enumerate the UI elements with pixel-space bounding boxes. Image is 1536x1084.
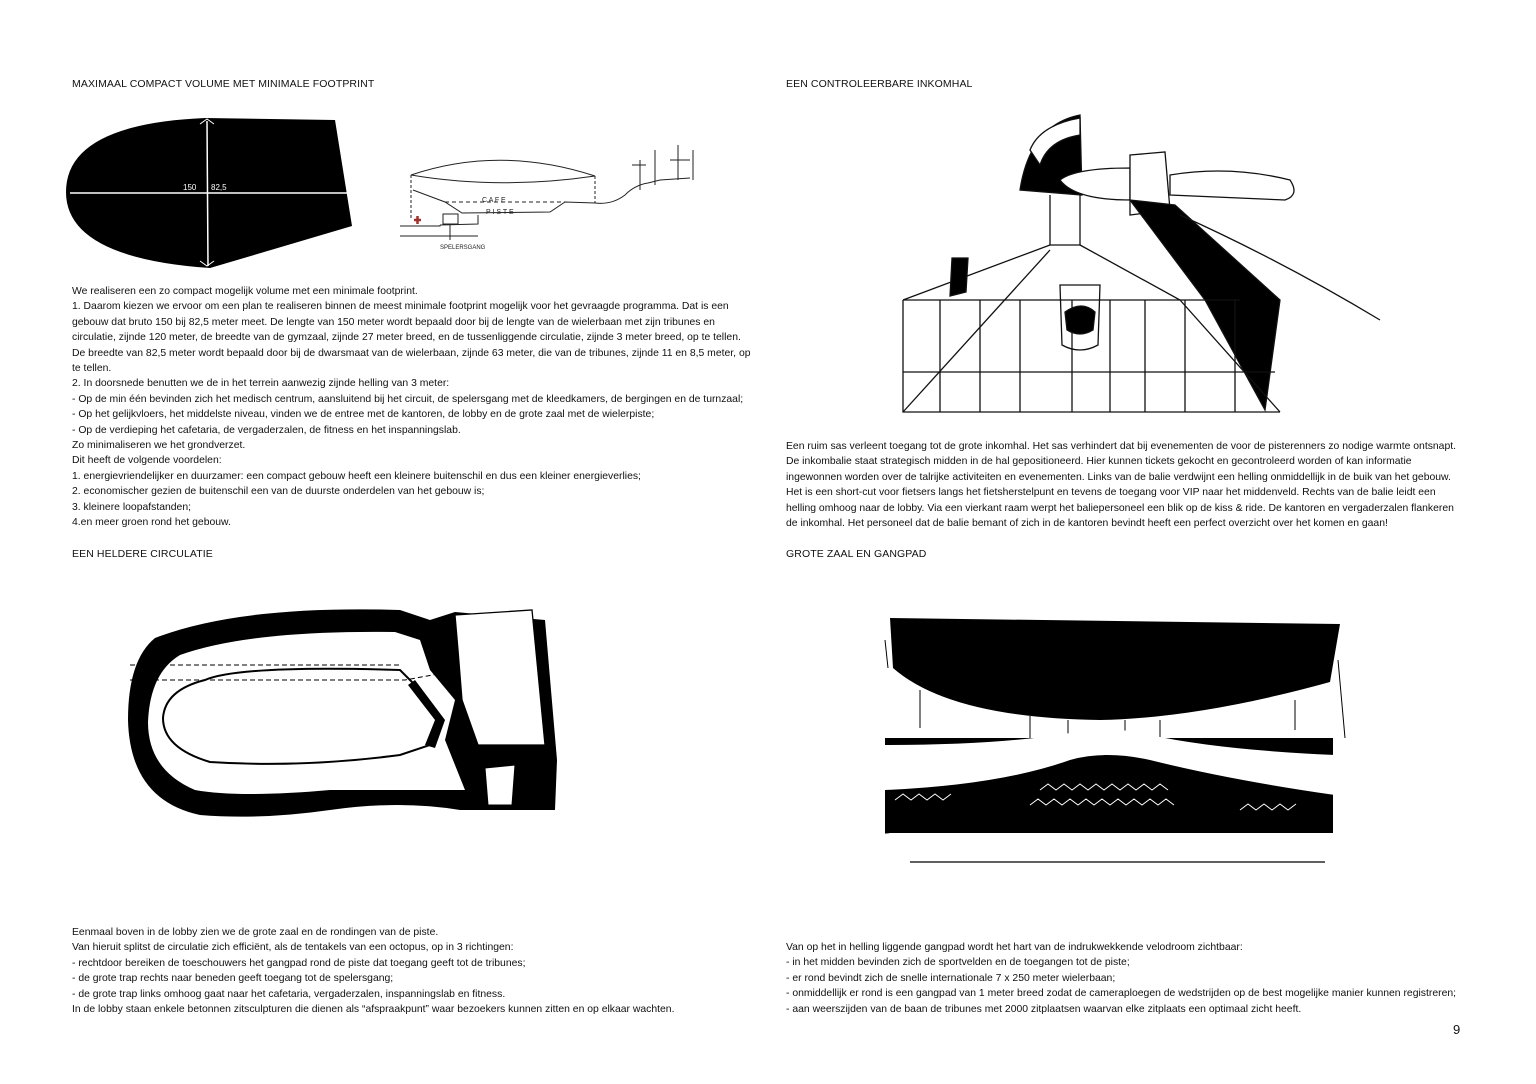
text-line: gebouw dat bruto 150 bij 82,5 meter meet…	[72, 316, 715, 328]
text-line: helling omhoog naar de lobby. Via een vi…	[786, 502, 1454, 514]
main-hall-sketch	[884, 618, 1346, 863]
text-line: 1. energievriendelijker en duurzamer: ee…	[72, 470, 641, 482]
text-line: - onmiddellijk er rond is een gangpad va…	[786, 988, 1457, 1000]
text-line: 3. kleinere loopafstanden;	[72, 501, 192, 513]
circulation-plan-sketch	[128, 609, 557, 817]
compact-volume-text: We realiseren een zo compact mogelijk vo…	[72, 284, 751, 531]
text-line: te tellen.	[72, 363, 112, 375]
entrance-hall-sketch	[902, 114, 1381, 413]
text-line: circulatie, zijnde 120 meter, de breedte…	[72, 332, 741, 344]
piste-label: P I S T E	[486, 209, 514, 216]
text-line: ingewonnen worden over de talrijke activ…	[786, 471, 1451, 483]
text-line: - de grote trap links omhoog gaat naar h…	[72, 988, 506, 1000]
text-line: Het is een short-cut voor fietsers langs…	[786, 487, 1436, 499]
text-line: De inkombalie staat strategisch midden i…	[786, 456, 1412, 468]
circulation-text: Eenmaal boven in de lobby zien we de gro…	[72, 925, 674, 1017]
text-line: Eenmaal boven in de lobby zien we de gro…	[72, 927, 439, 938]
text-line: 1. Daarom kiezen we ervoor om een plan t…	[72, 301, 729, 313]
section-sketch: C A F E P I S T E SPELERSGANG	[400, 145, 694, 251]
page-number: 9	[1453, 1022, 1461, 1037]
text-line: Zo minimaliseren we het grondverzet.	[72, 440, 246, 452]
text-line: Dit heeft de volgende voordelen:	[72, 455, 222, 467]
section-heading-entrance-hall: EEN CONTROLEERBARE INKOMHAL	[786, 78, 973, 90]
text-line: - rechtdoor bereiken de toeschouwers het…	[72, 957, 526, 969]
text-line: - Op de min één bevinden zich het medisc…	[72, 393, 744, 405]
spelersgang-label: SPELERSGANG	[440, 245, 486, 251]
dimension-width-label: 82,5	[211, 183, 227, 192]
text-line: 4.en meer groen rond het gebouw.	[72, 517, 231, 529]
text-line: Van hieruit splitst de circulatie zich e…	[72, 942, 514, 954]
text-line: de inkomhal. Het personeel dat de balie …	[786, 518, 1388, 530]
text-line: - de grote trap rechts naar beneden geef…	[72, 973, 394, 985]
cafe-label: C A F E	[482, 197, 506, 204]
text-line: Een ruim sas verleent toegang tot de gro…	[786, 441, 1457, 452]
text-line: - er rond bevindt zich de snelle interna…	[786, 972, 1116, 984]
section-heading-main-hall: GROTE ZAAL EN GANGPAD	[786, 548, 927, 560]
text-line: 2. economischer gezien de buitenschil ee…	[72, 486, 485, 498]
main-hall-text: Van op het in helling liggende gangpad w…	[786, 940, 1456, 1017]
section-heading-compact-volume: MAXIMAAL COMPACT VOLUME MET MINIMALE FOO…	[72, 78, 375, 90]
section-heading-circulation: EEN HELDERE CIRCULATIE	[72, 548, 213, 560]
footprint-sketch: 150 82,5	[66, 118, 352, 268]
text-line: - in het midden bevinden zich de sportve…	[786, 957, 1130, 969]
text-line: De breedte van 82,5 meter wordt bepaald …	[72, 347, 751, 359]
text-line: We realiseren een zo compact mogelijk vo…	[72, 286, 418, 297]
text-line: 2. In doorsnede benutten we de in het te…	[72, 378, 450, 390]
dimension-length-label: 150	[183, 183, 197, 192]
text-line: - aan weerszijden van de baan de tribune…	[786, 1003, 1302, 1015]
text-line: - Op het gelijkvloers, het middelste niv…	[72, 409, 655, 421]
text-line: Van op het in helling liggende gangpad w…	[786, 942, 1243, 953]
text-line: - Op de verdieping het cafetaria, de ver…	[72, 424, 461, 436]
entrance-hall-text: Een ruim sas verleent toegang tot de gro…	[786, 439, 1456, 531]
text-line: In de lobby staan enkele betonnen zitscu…	[72, 1004, 675, 1016]
